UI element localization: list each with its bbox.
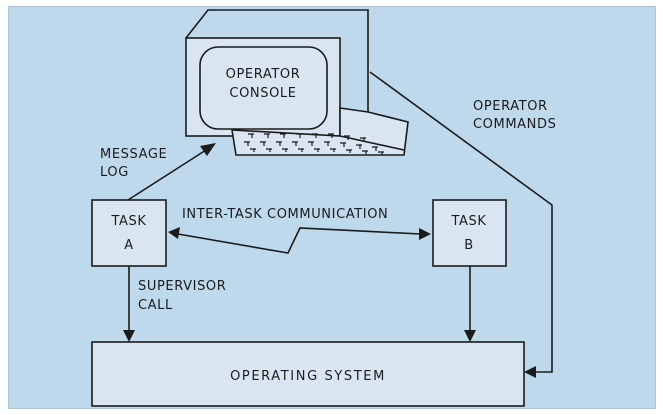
task-b-label-line2: B	[464, 238, 474, 253]
message-log-label-line2: LOG	[100, 165, 129, 180]
console-label-line2: CONSOLE	[229, 86, 296, 101]
message-log-arrow	[127, 143, 216, 201]
operator-commands-label-line1: OPERATOR	[473, 99, 548, 114]
task-b-to-os-arrow	[464, 266, 476, 342]
operating-system-label: OPERATING SYSTEM	[230, 369, 386, 384]
operating-system-box: OPERATING SYSTEM	[91, 341, 525, 407]
monitor-screen	[199, 46, 328, 130]
task-b-box: TASK B	[432, 199, 507, 267]
supervisor-call-label-line1: SUPERVISOR	[138, 279, 226, 294]
keyboard	[231, 107, 409, 156]
inter-task-label: INTER-TASK COMMUNICATION	[182, 207, 388, 222]
keyboard-edge	[339, 135, 405, 151]
task-a-box: TASK A	[91, 199, 167, 267]
task-a-label-line1: TASK	[110, 214, 146, 229]
inter-task-arrow	[168, 227, 431, 254]
task-a-label-line2: A	[124, 238, 134, 253]
operator-commands-label-line2: COMMANDS	[473, 117, 556, 132]
task-b-label-line1: TASK	[450, 214, 486, 229]
console-label-line1: OPERATOR	[226, 67, 301, 82]
keyboard-keys	[244, 133, 384, 155]
operator-commands-arrow	[369, 71, 553, 378]
message-log-label-line1: MESSAGE	[100, 147, 167, 162]
supervisor-call-arrow	[123, 266, 135, 342]
supervisor-call-label-line2: CALL	[138, 298, 173, 313]
operator-console: OPERATOR CONSOLE	[185, 9, 409, 156]
